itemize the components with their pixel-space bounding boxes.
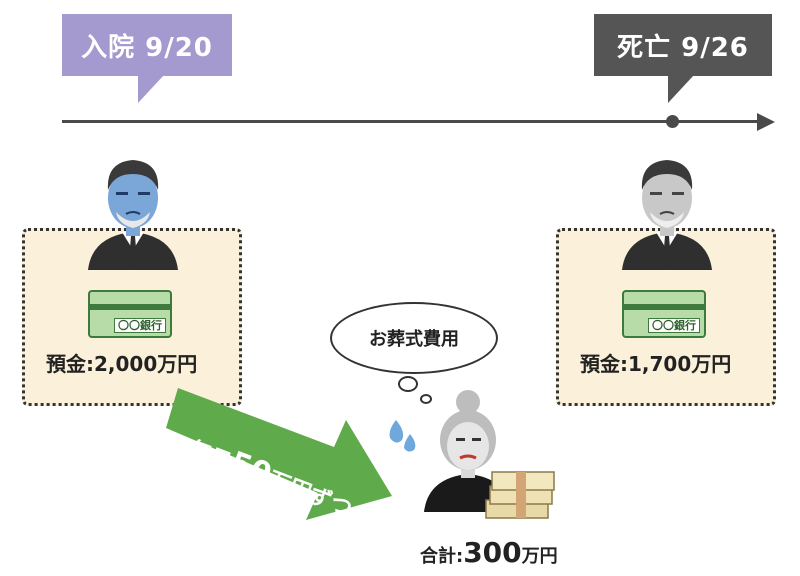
balance-after: 預金:1,700万円 [580,348,731,377]
balance-after-label: 預金 [580,352,620,376]
bank-card-after-icon: 〇〇銀行 [622,290,706,338]
total-label: 合計: [420,546,464,567]
bank-card-before-icon: 〇〇銀行 [88,290,172,338]
death-label-tail [668,75,694,103]
sick-man-icon [88,160,178,270]
total-amount: 合計:300万円 [420,536,558,569]
timeline-arrowhead [757,113,775,131]
death-label-text: 死亡 9/26 [617,32,749,63]
money-stack-icon [485,471,555,519]
death-date-marker [666,115,679,128]
deceased-man-icon [622,160,712,270]
balance-before: 預金:2,000万円 [46,348,197,377]
thought-dot-small [420,394,432,404]
total-value: 300 [463,536,522,569]
withdrawal-arrow-icon [166,388,392,520]
thought-bubble: お葬式費用 [330,302,498,374]
thought-text: お葬式費用 [369,329,459,350]
balance-after-value: :1,700万円 [620,352,732,376]
balance-before-label: 預金 [46,352,86,376]
sweat-drops-icon [389,420,416,452]
total-unit: 万円 [521,546,558,567]
death-label: 死亡 9/26 [594,14,772,76]
admission-label: 入院 9/20 [62,14,232,76]
timeline-line [62,120,762,123]
admission-label-tail [138,75,164,103]
bank-name-after: 〇〇銀行 [648,318,700,333]
thought-dot-large [398,376,418,392]
admission-label-text: 入院 9/20 [81,32,213,63]
balance-before-value: :2,000万円 [86,352,198,376]
grandmother-icon [424,390,512,512]
bank-name-before: 〇〇銀行 [114,318,166,333]
